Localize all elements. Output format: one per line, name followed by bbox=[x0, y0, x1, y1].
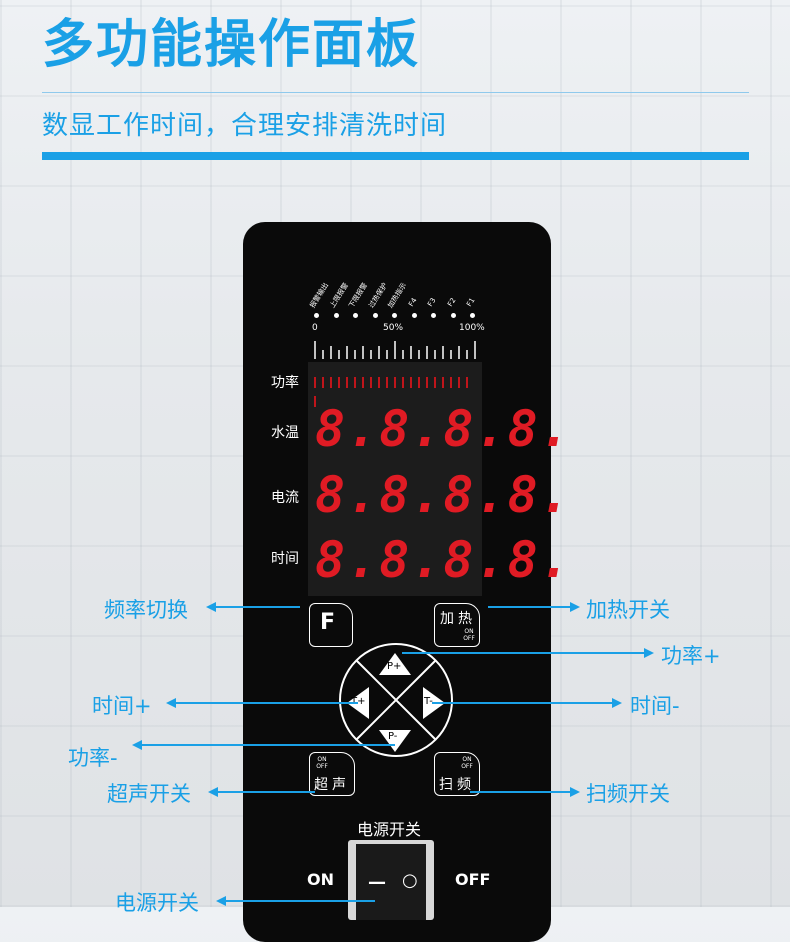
ultrasonic-on-off: ON OFF bbox=[314, 756, 330, 770]
power-minus-button[interactable] bbox=[377, 728, 413, 754]
ultrasonic-off-label: OFF bbox=[316, 763, 328, 770]
power-segment bbox=[402, 377, 404, 388]
annotation-time-minus: 时间- bbox=[630, 694, 680, 718]
power-switch-title: 电源开关 bbox=[357, 820, 422, 839]
annotation-sweep-switch: 扫频开关 bbox=[586, 782, 670, 806]
power-segment bbox=[426, 377, 428, 388]
power-on-text: ON bbox=[307, 870, 334, 889]
direction-pad bbox=[339, 643, 453, 757]
ultrasonic-label: 超声 bbox=[314, 777, 350, 793]
annotation-freq-switch: 频率切换 bbox=[104, 598, 188, 622]
rocker-on-symbol: — bbox=[368, 872, 386, 893]
power-segment bbox=[458, 377, 460, 388]
header-accent-bar bbox=[42, 152, 749, 160]
header-divider bbox=[42, 92, 749, 93]
display-label-time: 时间 bbox=[271, 551, 299, 567]
power-segment bbox=[362, 377, 364, 388]
power-segment bbox=[314, 377, 316, 388]
indicator-led bbox=[333, 313, 339, 318]
power-level-bar bbox=[314, 373, 478, 407]
annotation-power-minus: 功率- bbox=[68, 746, 118, 770]
annotation-heat-switch: 加热开关 bbox=[586, 598, 670, 622]
annotation-main-power: 电源开关 bbox=[115, 891, 199, 915]
indicator-led bbox=[392, 313, 397, 318]
heat-off-label: OFF bbox=[463, 635, 475, 642]
display-label-current: 电流 bbox=[271, 490, 299, 506]
power-segment bbox=[338, 377, 340, 388]
sweep-off-label: OFF bbox=[461, 763, 473, 770]
indicator-led bbox=[450, 313, 456, 318]
sweep-label: 扫频 bbox=[439, 777, 475, 793]
power-segment bbox=[346, 377, 348, 388]
scale-min: 0 bbox=[312, 323, 318, 333]
power-plus-label: P+ bbox=[387, 661, 402, 672]
power-segment bbox=[330, 377, 332, 388]
rocker-off-symbol: ○ bbox=[402, 870, 418, 891]
heat-on-label: ON bbox=[464, 628, 474, 635]
scale-max: 100% bbox=[459, 323, 485, 333]
display-label-power: 功率 bbox=[271, 375, 299, 391]
indicator-led bbox=[314, 313, 319, 318]
heating-switch-button[interactable]: 加热 ON OFF bbox=[434, 603, 480, 647]
power-scale-ticks bbox=[314, 341, 476, 359]
current-readout: 8.8.8.8. bbox=[315, 466, 572, 524]
power-segment bbox=[434, 377, 436, 388]
frequency-switch-button[interactable]: F bbox=[309, 603, 353, 647]
time-plus-button[interactable] bbox=[345, 685, 371, 721]
power-segment bbox=[370, 377, 372, 388]
sweep-on-off: ON OFF bbox=[459, 756, 475, 770]
digital-display bbox=[308, 362, 482, 596]
time-minus-label: T- bbox=[424, 696, 433, 707]
sweep-on-label: ON bbox=[462, 756, 472, 763]
annotation-power-plus: 功率+ bbox=[661, 644, 721, 668]
f-label: F bbox=[320, 610, 336, 635]
indicator-led bbox=[353, 313, 358, 318]
power-segment bbox=[442, 377, 444, 388]
ultrasonic-switch-button[interactable]: ON OFF 超声 bbox=[309, 752, 355, 796]
sweep-switch-button[interactable]: ON OFF 扫频 bbox=[434, 752, 480, 796]
power-segment bbox=[450, 377, 452, 388]
indicator-led bbox=[470, 313, 475, 318]
annotation-ultrasonic-switch: 超声开关 bbox=[107, 782, 191, 806]
time-plus-label: T+ bbox=[351, 696, 366, 707]
power-segment bbox=[394, 377, 396, 388]
display-label-water-temp: 水温 bbox=[271, 425, 299, 441]
time-readout: 8.8.8.8. bbox=[315, 531, 572, 589]
ultrasonic-on-label: ON bbox=[317, 756, 327, 763]
scale-mid: 50% bbox=[383, 323, 404, 333]
heat-on-off: ON OFF bbox=[461, 628, 477, 642]
power-segment bbox=[466, 377, 468, 388]
indicator-led bbox=[372, 313, 378, 318]
main-power-rocker-switch[interactable]: — ○ bbox=[348, 840, 434, 920]
power-segment bbox=[314, 396, 316, 407]
page-title: 多功能操作面板 bbox=[42, 15, 421, 75]
page-subtitle: 数显工作时间，合理安排清洗时间 bbox=[42, 111, 448, 141]
rocker-face: — ○ bbox=[356, 844, 426, 920]
power-plus-button[interactable] bbox=[377, 651, 413, 677]
power-segment bbox=[378, 377, 380, 388]
power-segment bbox=[354, 377, 356, 388]
heat-label: 加热 bbox=[440, 611, 476, 627]
annotation-time-plus: 时间+ bbox=[92, 694, 152, 718]
indicator-led bbox=[411, 313, 417, 318]
power-off-text: OFF bbox=[455, 870, 491, 889]
power-segment bbox=[322, 377, 324, 388]
power-segment bbox=[386, 377, 388, 388]
indicator-led bbox=[431, 313, 436, 318]
power-minus-label: P- bbox=[388, 731, 398, 742]
water-temp-readout: 8.8.8.8. bbox=[315, 400, 572, 458]
power-segment bbox=[410, 377, 412, 388]
power-segment bbox=[418, 377, 420, 388]
